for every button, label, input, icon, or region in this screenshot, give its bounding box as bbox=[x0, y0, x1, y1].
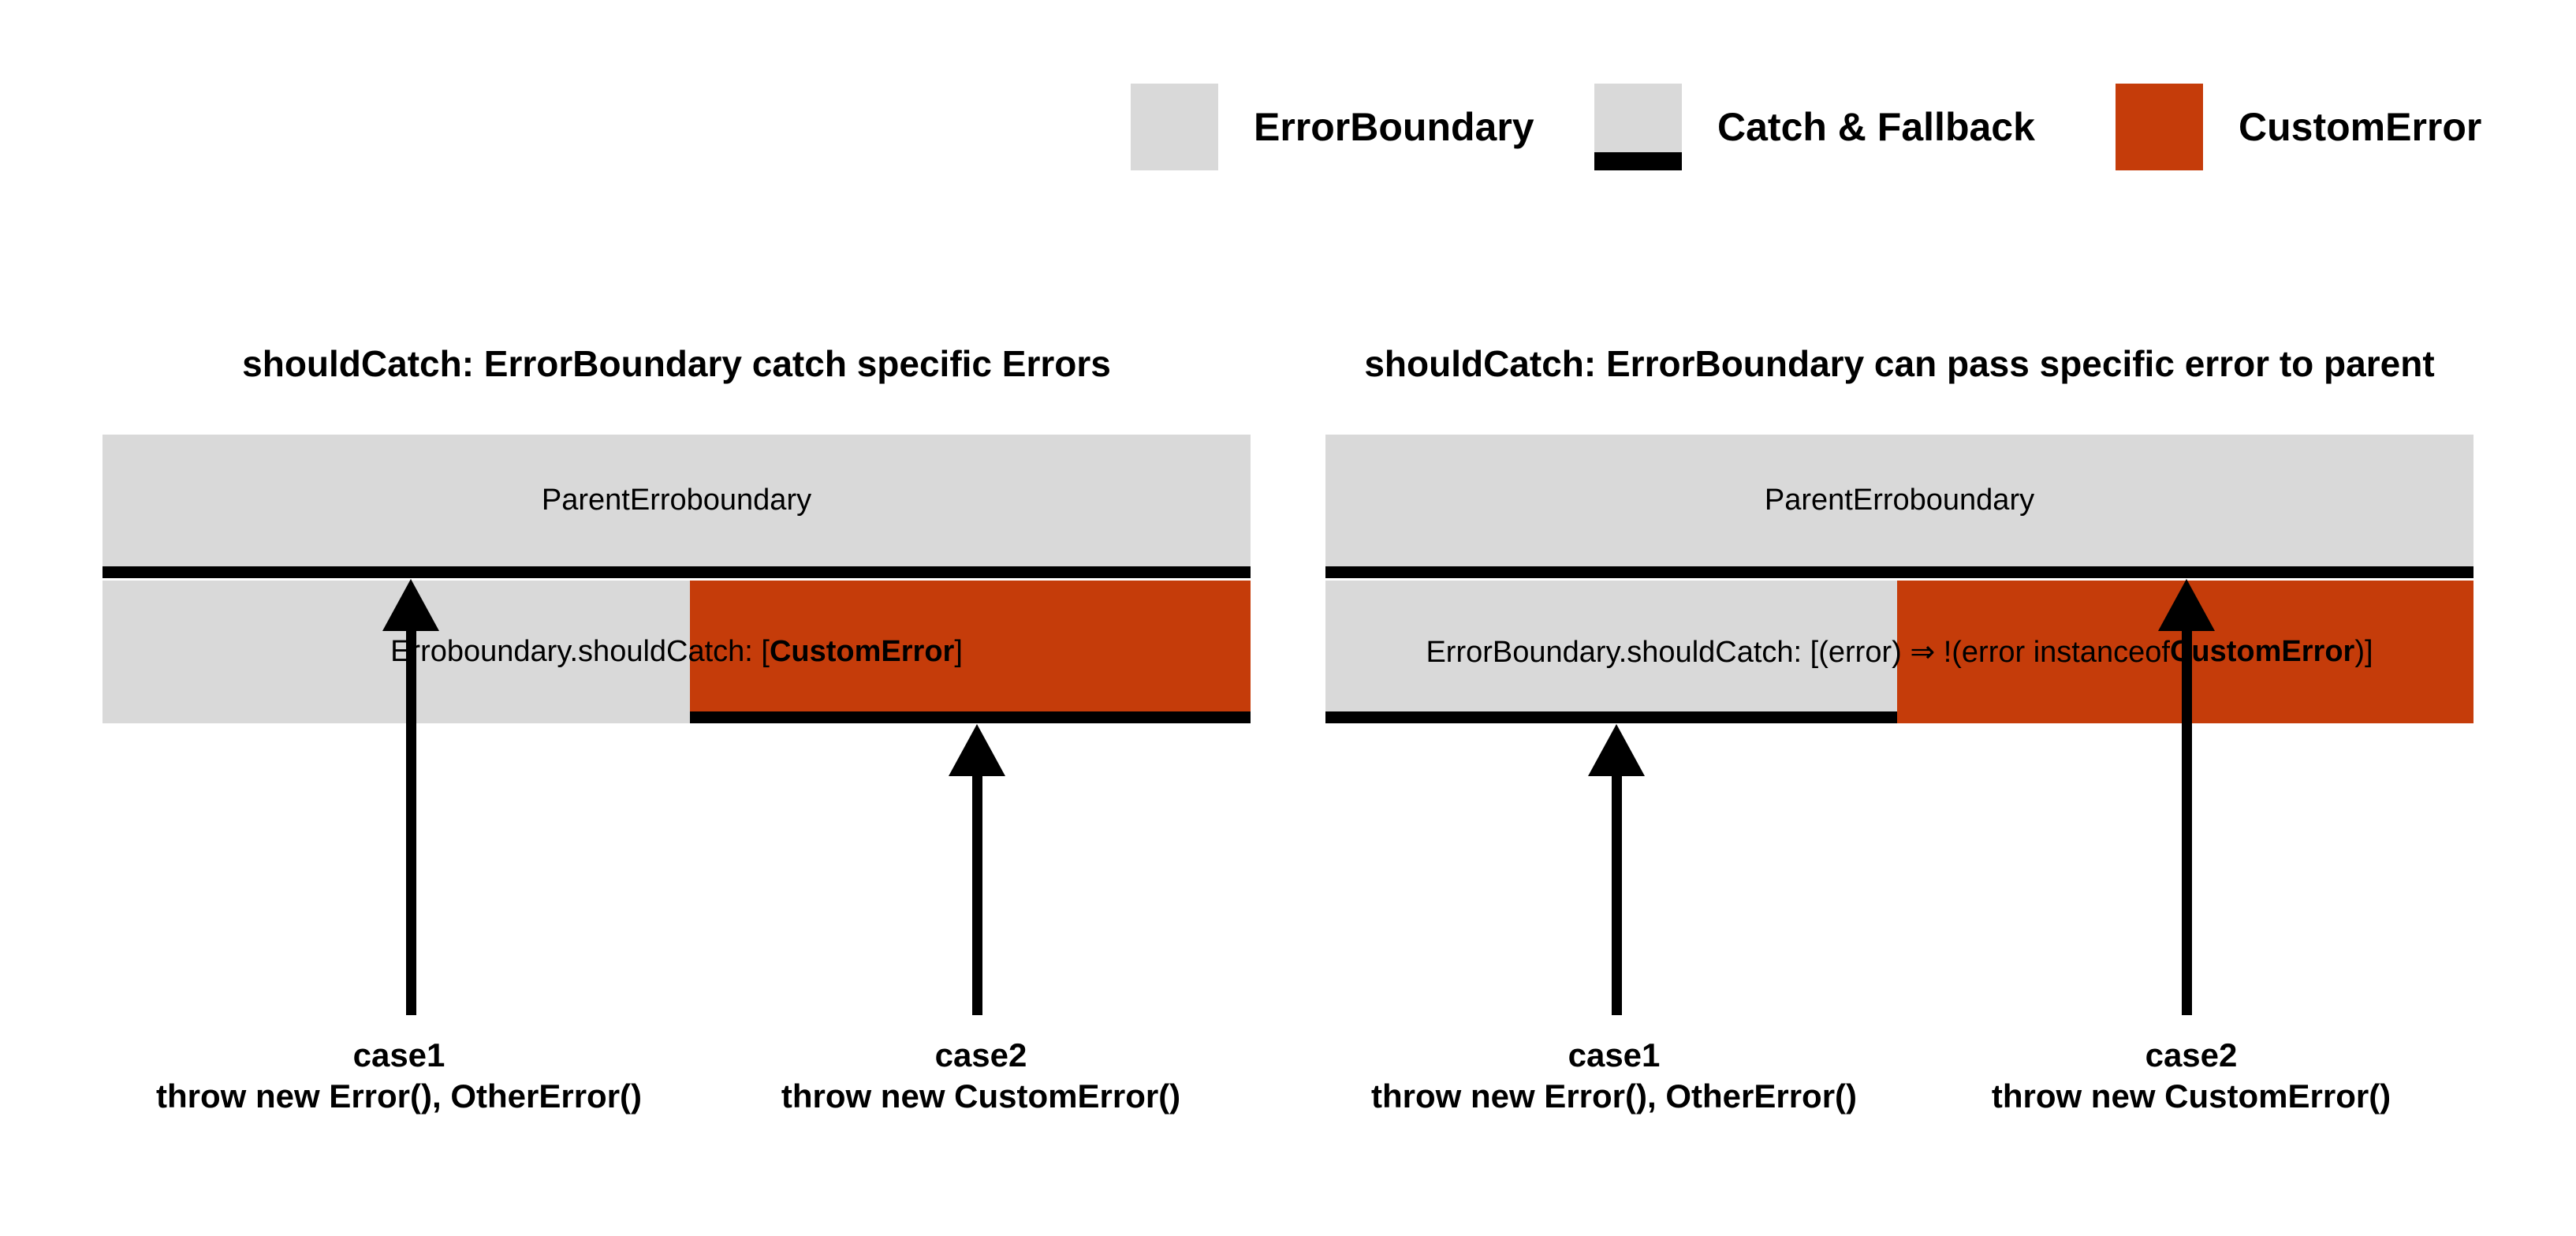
diagram-title: shouldCatch: ErrorBoundary catch specifi… bbox=[242, 343, 1111, 384]
child-label-suffix: )] bbox=[2354, 635, 2373, 668]
case1-label: case1 throw new Error(), OtherError() bbox=[156, 1035, 642, 1117]
catch-fallback-swatch-icon bbox=[1594, 84, 1682, 170]
parent-bar-label: ParentErroboundary bbox=[541, 484, 812, 517]
case-name: case1 bbox=[352, 1036, 445, 1074]
legend-item-customerror: CustomError bbox=[2116, 84, 2481, 170]
legend-item-catch-fallback: Catch & Fallback bbox=[1594, 84, 2035, 170]
child-errorboundary-bar: ErrorBoundary.shouldCatch: [(error) ⇒ !(… bbox=[1325, 581, 2473, 723]
arrow-head-icon bbox=[2158, 579, 2215, 631]
parent-catch-fallback-line bbox=[1325, 566, 2473, 578]
child-boundary-customerror-segment bbox=[690, 581, 1251, 723]
child-label-bold: CustomError bbox=[2169, 635, 2355, 668]
case2-arrow bbox=[949, 724, 1005, 1015]
child-bar-label: ErrorBoundary.shouldCatch: [(error) ⇒ !(… bbox=[1325, 581, 2473, 723]
legend-label-customerror: CustomError bbox=[2239, 105, 2482, 149]
diagram-catch-specific-errors: shouldCatch: ErrorBoundary catch specifi… bbox=[103, 0, 1251, 1236]
child-errorboundary-bar: Erroboundary.shouldCatch: [CustomError] bbox=[103, 581, 1251, 723]
case2-arrow bbox=[2158, 579, 2215, 1015]
arrow-head-icon bbox=[382, 579, 439, 631]
child-label-prefix: Erroboundary.shouldCatch: [ bbox=[390, 635, 770, 668]
errorboundary-swatch-icon bbox=[1131, 84, 1218, 170]
case-name: case1 bbox=[1568, 1036, 1661, 1074]
arrow-head-icon bbox=[949, 724, 1005, 776]
case1-label: case1 throw new Error(), OtherError() bbox=[1371, 1035, 1857, 1117]
arrow-shaft bbox=[1611, 773, 1622, 1015]
child-label-suffix: ] bbox=[954, 635, 963, 668]
child-bar-label: Erroboundary.shouldCatch: [CustomError] bbox=[103, 581, 1251, 723]
case2-label: case2 throw new CustomError() bbox=[1992, 1035, 2391, 1117]
arrow-head-icon bbox=[1588, 724, 1645, 776]
arrow-shaft bbox=[405, 628, 416, 1015]
legend-item-errorboundary: ErrorBoundary bbox=[1131, 84, 1534, 170]
legend-label-catch-fallback: Catch & Fallback bbox=[1717, 105, 2035, 149]
case-name: case2 bbox=[2145, 1036, 2238, 1074]
case-code: throw new Error(), OtherError() bbox=[155, 1077, 643, 1115]
child-boundary-gray-segment bbox=[1325, 581, 1898, 723]
case-code: throw new CustomError() bbox=[781, 1077, 1181, 1115]
case-code: throw new CustomError() bbox=[1991, 1077, 2391, 1115]
case1-arrow bbox=[382, 579, 439, 1015]
diagram-title: shouldCatch: ErrorBoundary can pass spec… bbox=[1364, 343, 2435, 384]
customerror-swatch-icon bbox=[2116, 84, 2203, 170]
child-label-bold: CustomError bbox=[769, 635, 955, 668]
case-code: throw new Error(), OtherError() bbox=[1370, 1077, 1858, 1115]
child-label-prefix: ErrorBoundary.shouldCatch: [(error) ⇒ !(… bbox=[1426, 636, 2170, 669]
parent-errorboundary-bar: ParentErroboundary bbox=[103, 435, 1251, 566]
parent-catch-fallback-line bbox=[103, 566, 1251, 578]
arrow-shaft bbox=[2181, 628, 2192, 1015]
parent-errorboundary-bar: ParentErroboundary bbox=[1325, 435, 2473, 566]
case2-label: case2 throw new CustomError() bbox=[781, 1035, 1180, 1117]
case1-arrow bbox=[1588, 724, 1645, 1015]
legend-label-errorboundary: ErrorBoundary bbox=[1254, 105, 1534, 149]
parent-bar-label: ParentErroboundary bbox=[1764, 484, 2035, 517]
case-name: case2 bbox=[934, 1036, 1027, 1074]
arrow-shaft bbox=[971, 773, 982, 1015]
